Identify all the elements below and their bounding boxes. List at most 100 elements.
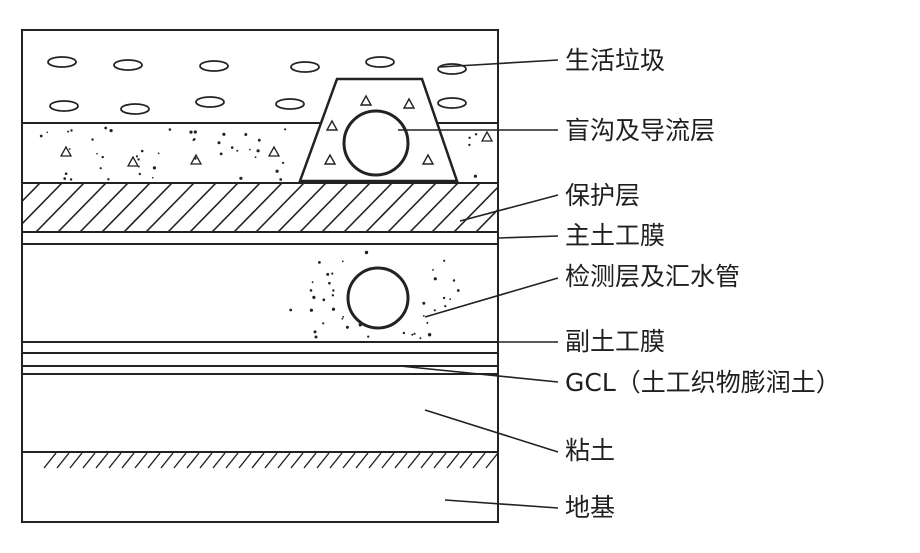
hatch-line (79, 183, 129, 232)
detection-dot (314, 335, 318, 339)
detection-dot (444, 305, 447, 308)
detection-dot (309, 289, 313, 292)
stipple-dot (46, 131, 48, 134)
detection-dot (341, 260, 344, 263)
trench-gravel-chip (323, 153, 337, 165)
garbage-pebble (437, 97, 467, 109)
detection-dot (367, 335, 370, 338)
detection-dot (313, 330, 317, 334)
leader-lines (398, 59, 559, 509)
stipple-dot (474, 133, 478, 136)
stipple-dot (99, 167, 102, 170)
foundation-hatch-mark (147, 452, 161, 469)
foundation-hatch-mark (69, 452, 83, 469)
detection-stipple (289, 250, 460, 340)
foundation-hatch-mark (225, 452, 239, 469)
hatch-line (409, 183, 459, 232)
detection-dot (346, 326, 349, 329)
hatch-line (35, 183, 85, 232)
detection-dot (312, 295, 316, 299)
stipple-dot (239, 176, 243, 180)
label-foundation: 地基 (565, 493, 615, 522)
foundation-hatch-mark (446, 452, 460, 469)
gravel-chip (189, 153, 203, 165)
stipple-dot (64, 172, 68, 175)
foundation-hatch-mark (108, 452, 122, 469)
stipple-dot (256, 149, 260, 153)
stipple-dot (230, 146, 234, 149)
foundation-hatch-mark (121, 452, 135, 469)
hatch-line (299, 183, 349, 232)
foundation-hatching (43, 452, 499, 469)
stipple-dot (109, 129, 113, 133)
hatch-line (123, 183, 173, 232)
detection-dot (413, 332, 416, 335)
gravel-chip (59, 145, 73, 157)
stipple-dot (244, 133, 248, 136)
hatch-line (321, 183, 371, 232)
stipple-dot (63, 177, 66, 180)
foundation-hatch-mark (56, 452, 70, 469)
stipple-dot (257, 138, 261, 142)
stipple-dot (468, 143, 471, 147)
stipple-dot (192, 138, 195, 142)
garbage-pebble (49, 100, 79, 112)
detection-dot (432, 269, 434, 271)
detection-dot (433, 277, 437, 281)
hatch-line (167, 183, 217, 232)
stipple-dot (69, 178, 73, 181)
ditch-gravel (323, 94, 435, 165)
gravel-chip (126, 155, 140, 167)
hatch-line (233, 183, 283, 232)
label-blind-ditch: 盲沟及导流层 (565, 116, 715, 145)
trench-gravel-chip (325, 119, 339, 131)
stipple-dot (70, 129, 73, 132)
hatch-line (22, 183, 63, 225)
stipple-dot (138, 172, 141, 176)
stipple-dot (468, 136, 471, 139)
garbage-pebble (47, 56, 77, 68)
foundation-hatch-mark (251, 452, 265, 469)
hatch-line (365, 183, 415, 232)
detection-dot (311, 281, 314, 284)
hatch-line (0, 183, 18, 232)
stipple-dot (217, 141, 221, 145)
detection-dot (331, 294, 335, 297)
stipple-dot (282, 161, 285, 164)
hatch-line (57, 183, 107, 232)
stipple-dot (236, 149, 239, 152)
hatch-line (475, 208, 498, 232)
detection-dot (433, 309, 436, 312)
foundation-hatch-mark (342, 452, 356, 469)
foundation-hatch-mark (82, 452, 96, 469)
garbage-pebbles (47, 56, 467, 115)
hatch-line (387, 183, 437, 232)
stipple-dot (157, 152, 160, 155)
garbage-pebble (120, 103, 150, 115)
garbage-pebble (275, 98, 305, 110)
label-detection: 检测层及汇水管 (565, 262, 740, 291)
foundation-hatch-mark (264, 452, 278, 469)
hatch-line (453, 185, 498, 232)
foundation-hatch-mark (459, 452, 473, 469)
detection-dot (322, 322, 325, 325)
detection-dot (427, 333, 432, 337)
foundation-hatch-mark (329, 452, 343, 469)
stipple-dot (104, 126, 108, 130)
detection-dot (326, 272, 330, 276)
stipple-dot (39, 134, 43, 138)
detection-dot (402, 331, 406, 335)
stipple-dot (101, 155, 104, 159)
detection-dot (342, 315, 345, 318)
stipple-dot (168, 128, 172, 131)
foundation-hatch-mark (433, 452, 447, 469)
foundation-hatch-mark (173, 452, 187, 469)
stipple-dot (137, 158, 140, 161)
label-gcl: GCL（土工织物膨润土） (565, 368, 841, 397)
foundation-hatch-mark (95, 452, 109, 469)
stipple-dot (68, 148, 71, 150)
stipple-dot (67, 130, 70, 133)
stipple-dot (140, 149, 144, 153)
stipple-dot (151, 176, 154, 179)
